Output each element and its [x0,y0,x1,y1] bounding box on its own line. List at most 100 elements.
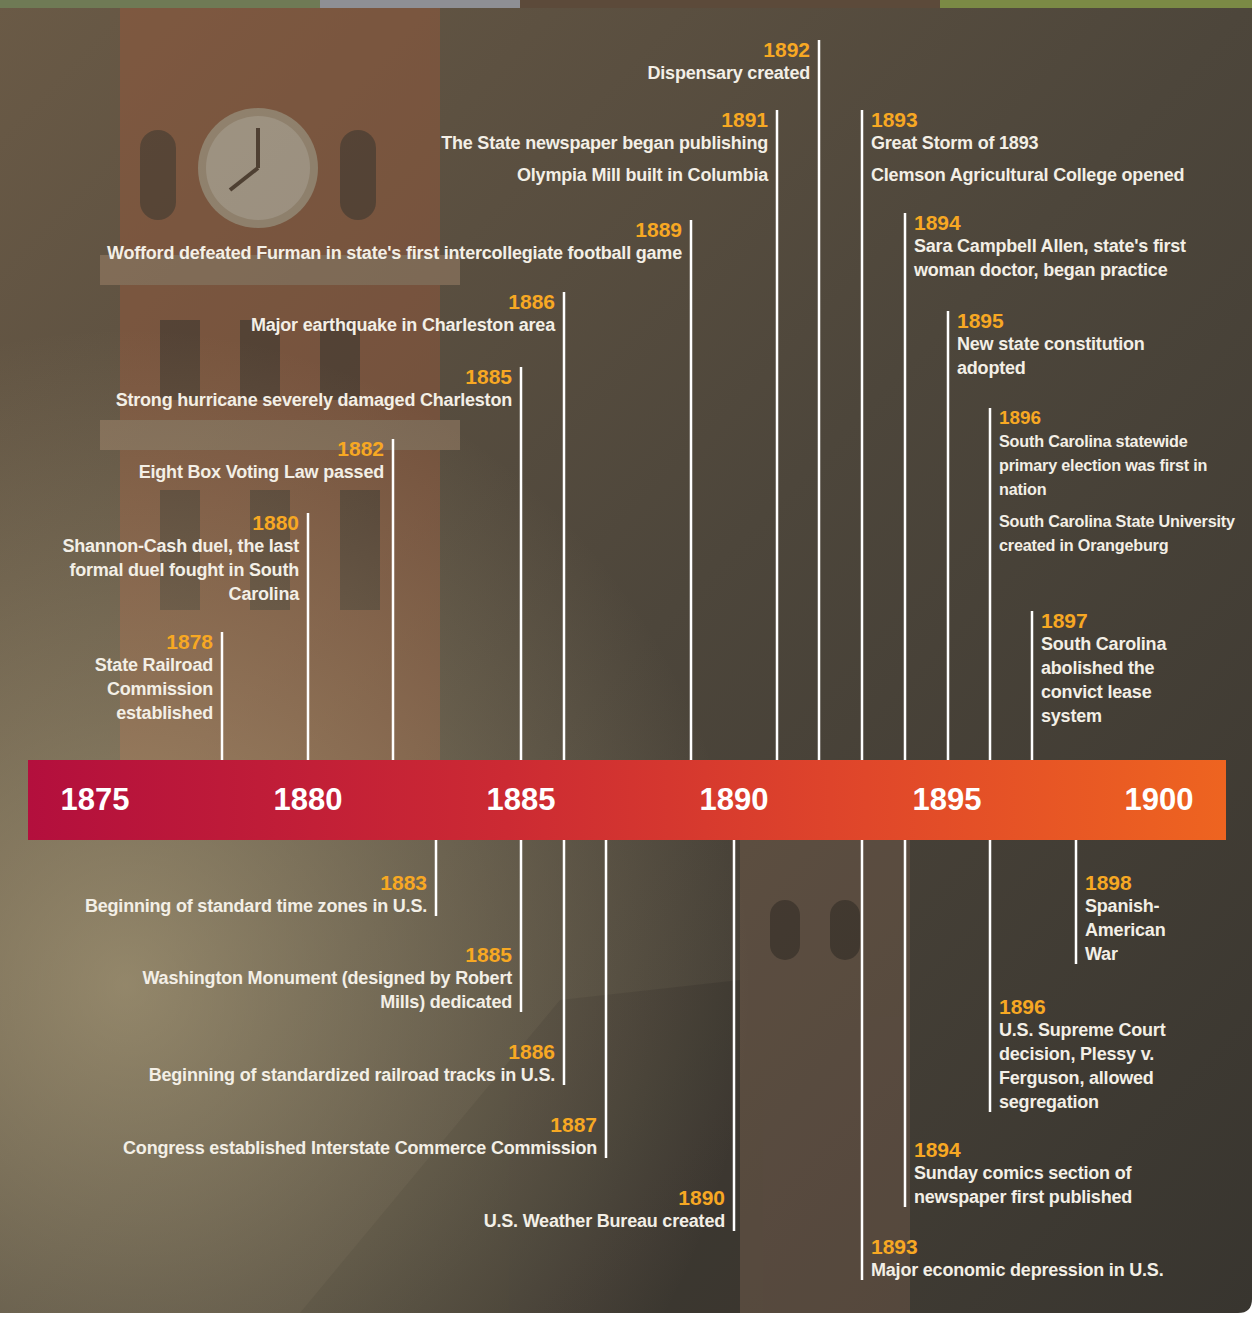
event-group: 1887Congress established Interstate Comm… [123,1113,597,1160]
event-group: 1896U.S. Supreme Court decision, Plessy … [999,995,1204,1114]
event-text: Major economic depression in U.S. [871,1258,1163,1282]
timeline-bar: 1875 1880 1885 1890 1895 1900 [28,760,1226,840]
event-year: 1894 [914,211,1246,234]
leader-line [947,311,950,760]
leader-line [435,840,438,916]
event-year: 1895 [957,309,1187,332]
leader-line [563,292,566,760]
event-group: 1893Great Storm of 1893Clemson Agricultu… [871,108,1184,187]
event-year: 1894 [914,1138,1184,1161]
event-year: 1882 [139,437,384,460]
leader-line [690,220,693,760]
event-text: Beginning of standard time zones in U.S. [85,894,427,918]
event-group: 1894Sara Campbell Allen, state's first w… [914,211,1246,282]
leader-line [520,840,523,1012]
leader-line [605,840,608,1158]
event-group: 1880Shannon-Cash duel, the last formal d… [24,511,299,606]
event-text: Eight Box Voting Law passed [139,460,384,484]
event-text: Wofford defeated Furman in state's first… [107,241,682,265]
leader-line [776,110,779,760]
event-text: Washington Monument (designed by Robert … [142,966,512,1014]
event-year: 1893 [871,108,1184,131]
event-group: 1891The State newspaper began publishing… [441,108,768,187]
event-group: 1885Strong hurricane severely damaged Ch… [116,365,512,412]
event-year: 1892 [648,38,811,61]
event-text: Sara Campbell Allen, state's first woman… [914,234,1246,282]
event-text: Major earthquake in Charleston area [251,313,555,337]
event-text: Dispensary created [648,61,811,85]
axis-year: 1875 [61,782,130,818]
event-year: 1878 [63,630,213,653]
event-group: 1893Major economic depression in U.S. [871,1235,1163,1282]
event-group: 1892Dispensary created [648,38,811,85]
leader-line [904,840,907,1207]
event-year: 1885 [142,943,512,966]
event-text: The State newspaper began publishing [441,131,768,155]
event-year: 1891 [441,108,768,131]
event-text: State Railroad Commission established [63,653,213,725]
event-text: Sunday comics section of newspaper first… [914,1161,1184,1209]
event-year: 1889 [107,218,682,241]
leader-line [989,408,992,760]
leader-line [520,367,523,760]
event-group: 1886Beginning of standardized railroad t… [149,1040,555,1087]
event-text: Spanish-American War [1085,894,1185,966]
event-year: 1890 [484,1186,725,1209]
leader-line [989,840,992,1112]
event-text: South Carolina statewide primary electio… [999,429,1249,501]
leader-line [563,840,566,1085]
axis-year: 1880 [274,782,343,818]
event-text: South Carolina abolished the convict lea… [1041,632,1191,728]
axis-year: 1900 [1125,782,1194,818]
event-group: 1885Washington Monument (designed by Rob… [142,943,512,1014]
event-year: 1897 [1041,609,1191,632]
leader-line [733,840,736,1231]
leader-line [221,632,224,760]
event-year: 1887 [123,1113,597,1136]
event-text: Congress established Interstate Commerce… [123,1136,597,1160]
event-year: 1893 [871,1235,1163,1258]
leader-line [307,513,310,760]
axis-year: 1895 [913,782,982,818]
event-year: 1896 [999,406,1249,429]
leader-line [861,840,864,1280]
event-text: U.S. Supreme Court decision, Plessy v. F… [999,1018,1204,1114]
event-year: 1885 [116,365,512,388]
event-group: 1889Wofford defeated Furman in state's f… [107,218,682,265]
axis-year: 1885 [487,782,556,818]
event-group: 1886Major earthquake in Charleston area [251,290,555,337]
event-group: 1896South Carolina statewide primary ele… [999,406,1249,557]
event-text: Olympia Mill built in Columbia [441,163,768,187]
event-text: Great Storm of 1893 [871,131,1184,155]
event-year: 1883 [85,871,427,894]
event-group: 1890U.S. Weather Bureau created [484,1186,725,1233]
event-text: Clemson Agricultural College opened [871,163,1184,187]
leader-line [1031,611,1034,760]
event-year: 1886 [251,290,555,313]
event-text: New state constitution adopted [957,332,1187,380]
event-year: 1886 [149,1040,555,1063]
leader-line [861,110,864,760]
event-group: 1883Beginning of standard time zones in … [85,871,427,918]
event-text: Strong hurricane severely damaged Charle… [116,388,512,412]
event-group: 1894Sunday comics section of newspaper f… [914,1138,1184,1209]
event-group: 1898Spanish-American War [1085,871,1185,966]
event-year: 1896 [999,995,1204,1018]
event-group: 1878State Railroad Commission establishe… [63,630,213,725]
leader-line [818,40,821,760]
event-text: U.S. Weather Bureau created [484,1209,725,1233]
event-year: 1898 [1085,871,1185,894]
event-text: Shannon-Cash duel, the last formal duel … [24,534,299,606]
event-year: 1880 [24,511,299,534]
event-text: Beginning of standardized railroad track… [149,1063,555,1087]
event-group: 1897South Carolina abolished the convict… [1041,609,1191,728]
leader-line [392,439,395,760]
event-group: 1895New state constitution adopted [957,309,1187,380]
event-text: South Carolina State University created … [999,509,1249,557]
leader-line [1075,840,1078,964]
axis-year: 1890 [700,782,769,818]
event-group: 1882Eight Box Voting Law passed [139,437,384,484]
leader-line [904,213,907,760]
